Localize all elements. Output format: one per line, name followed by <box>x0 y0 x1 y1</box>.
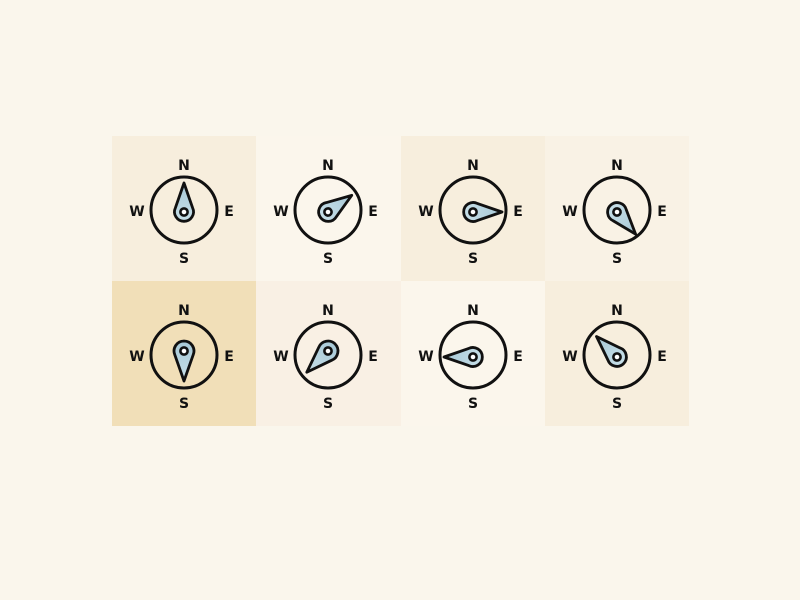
tile-compass-north[interactable]: N S W E <box>112 136 257 281</box>
compass-ring <box>149 320 219 390</box>
compass-needle-icon <box>594 335 628 368</box>
label-north: N <box>611 303 623 319</box>
label-west: W <box>274 349 289 365</box>
tile-compass-west[interactable]: N S W E <box>400 281 545 426</box>
label-north: N <box>322 303 334 319</box>
label-east: E <box>513 349 523 365</box>
compass-needle-icon <box>305 339 340 374</box>
compass-ring <box>149 175 219 245</box>
compass-needle-icon <box>442 346 484 368</box>
label-east: E <box>224 204 234 220</box>
label-south: S <box>179 396 189 412</box>
compass-northeast-icon: N S W E <box>274 158 379 267</box>
label-east: E <box>224 349 234 365</box>
compass-southwest-icon: N S W E <box>274 303 379 412</box>
label-south: S <box>467 251 477 267</box>
needle-hub <box>611 352 622 362</box>
label-north: N <box>467 158 479 174</box>
needle-hub <box>467 352 478 362</box>
tile-compass-east[interactable]: N S W E <box>400 136 545 281</box>
label-east: E <box>657 204 667 220</box>
label-west: W <box>129 349 144 365</box>
compass-needle-icon <box>173 181 195 223</box>
label-east: E <box>368 349 378 365</box>
compass-southeast-icon: N S W E <box>562 158 667 267</box>
label-north: N <box>467 303 479 319</box>
tile-compass-south[interactable]: N S W E <box>112 281 257 426</box>
compass-needle-icon <box>317 193 354 223</box>
compass-ring <box>438 175 507 245</box>
needle-hub <box>611 207 622 217</box>
tile-compass-northwest[interactable]: N S W E <box>544 281 689 426</box>
label-south: S <box>612 251 622 267</box>
compass-ring <box>293 175 363 245</box>
needle-hub <box>179 346 189 356</box>
label-west: W <box>129 204 144 220</box>
label-west: W <box>274 204 289 220</box>
compass-northwest-icon: N S W E <box>562 303 667 412</box>
needle-hub <box>467 207 478 217</box>
label-west: W <box>562 204 577 220</box>
label-north: N <box>322 158 334 174</box>
label-south: S <box>179 251 189 267</box>
label-south: S <box>467 396 477 412</box>
compass-needle-icon <box>172 339 196 383</box>
label-south: S <box>612 396 622 412</box>
compass-north-icon: N S W E <box>129 158 234 267</box>
label-east: E <box>657 349 667 365</box>
compass-ring <box>582 320 652 390</box>
needle-hub <box>179 207 189 217</box>
compass-ring <box>293 320 363 390</box>
label-south: S <box>323 396 333 412</box>
compass-icon-grid: N S W E N S W E N <box>112 136 689 426</box>
label-east: E <box>368 204 378 220</box>
label-north: N <box>611 158 623 174</box>
compass-needle-icon <box>461 201 503 223</box>
label-west: W <box>418 204 433 220</box>
compass-ring <box>438 320 507 390</box>
label-north: N <box>178 303 190 319</box>
compass-west-icon: N S W E <box>418 303 523 412</box>
compass-ring <box>582 175 652 245</box>
needle-hub <box>323 346 334 356</box>
needle-hub <box>323 207 334 217</box>
compass-east-icon: N S W E <box>418 158 523 267</box>
compass-south-icon: N S W E <box>129 303 234 412</box>
compass-needle-icon <box>605 201 637 236</box>
label-north: N <box>178 158 190 174</box>
tile-compass-southeast[interactable]: N S W E <box>544 136 689 281</box>
label-west: W <box>418 349 433 365</box>
label-south: S <box>323 251 333 267</box>
tile-compass-northeast[interactable]: N S W E <box>256 136 401 281</box>
label-east: E <box>513 204 523 220</box>
tile-compass-southwest[interactable]: N S W E <box>256 281 401 426</box>
label-west: W <box>562 349 577 365</box>
